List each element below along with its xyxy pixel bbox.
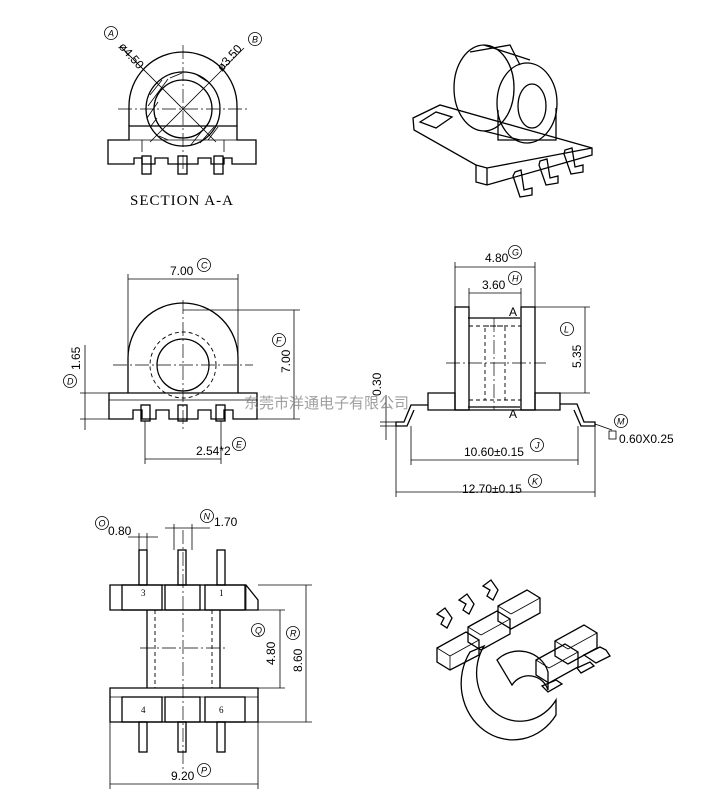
dim-o-tag: O <box>95 516 109 530</box>
dim-p-tag: P <box>197 763 211 777</box>
dim-n-value: 1.70 <box>214 515 238 529</box>
dim-c-value: 7.00 <box>170 264 194 278</box>
dim-m-value: 0.60X0.25 <box>619 432 674 446</box>
pin-label-3: 3 <box>141 588 146 598</box>
dim-q-value: 4.80 <box>264 641 278 665</box>
svg-text:M: M <box>617 417 625 427</box>
dim-p-value: 9.20 <box>171 769 195 783</box>
svg-text:ø3.50: ø3.50 <box>214 42 245 74</box>
iso-view-bottom <box>435 579 611 741</box>
dim-h-value: 3.60 <box>482 278 506 292</box>
svg-text:G: G <box>512 248 519 258</box>
front-view <box>80 274 300 464</box>
dim-f-tag: F <box>272 333 286 347</box>
svg-text:L: L <box>564 325 569 335</box>
top-view <box>109 524 312 789</box>
section-title: SECTION A-A <box>130 193 234 209</box>
svg-text:B: B <box>252 35 258 45</box>
iso-view-top <box>412 44 593 198</box>
svg-text:ø4.50: ø4.50 <box>116 40 147 72</box>
svg-text:A: A <box>107 29 114 39</box>
svg-text:O: O <box>99 519 106 529</box>
svg-text:C: C <box>201 261 208 271</box>
svg-text:J: J <box>534 441 540 451</box>
dim-n-tag: N <box>200 509 214 523</box>
dim-f-value: 7.00 <box>279 349 293 373</box>
dim-j-tag: J <box>530 438 544 452</box>
dim-t-value: 0.30 <box>370 372 384 396</box>
dim-g-tag: G <box>508 245 522 259</box>
watermark: 东莞市洋通电子有限公司 <box>244 394 409 412</box>
dim-o-value: 0.80 <box>108 524 132 538</box>
section-mark-top: A <box>509 305 517 319</box>
svg-text:K: K <box>532 477 539 487</box>
svg-text:R: R <box>290 629 297 639</box>
dim-e-tag: E <box>232 437 246 451</box>
dim-e-value: 2.54*2 <box>196 444 231 458</box>
dim-m-tag: M <box>614 414 628 428</box>
dim-l-tag: L <box>560 322 574 336</box>
dim-h-tag: H <box>508 271 522 285</box>
pin-label-4: 4 <box>141 705 146 715</box>
dim-d-value: 1.65 <box>69 346 83 370</box>
dim-r-value: 8.60 <box>291 648 305 672</box>
svg-text:P: P <box>201 766 207 776</box>
section-mark-bottom: A <box>509 407 517 421</box>
dim-d-tag: D <box>63 374 77 388</box>
dim-k-tag: K <box>528 474 542 488</box>
svg-text:D: D <box>67 377 74 387</box>
dim-k-value: 12.70±0.15 <box>462 482 522 496</box>
section-view <box>107 45 257 175</box>
pin-label-6: 6 <box>219 705 224 715</box>
svg-text:N: N <box>204 512 211 522</box>
dim-c-tag: C <box>197 258 211 272</box>
dim-r-tag: R <box>286 626 300 640</box>
svg-text:F: F <box>276 336 282 346</box>
svg-text:Q: Q <box>255 626 262 636</box>
dim-l-value: 5.35 <box>570 344 584 368</box>
svg-text:E: E <box>236 440 243 450</box>
dim-q-tag: Q <box>251 623 265 637</box>
side-view <box>380 262 617 497</box>
pin-label-1: 1 <box>219 588 224 598</box>
dim-g-value: 4.80 <box>485 251 509 265</box>
dim-a: A ø4.50 <box>104 26 147 72</box>
dim-b: B ø3.50 <box>214 32 262 74</box>
svg-text:H: H <box>512 274 519 284</box>
dim-j-value: 10.60±0.15 <box>464 445 524 459</box>
